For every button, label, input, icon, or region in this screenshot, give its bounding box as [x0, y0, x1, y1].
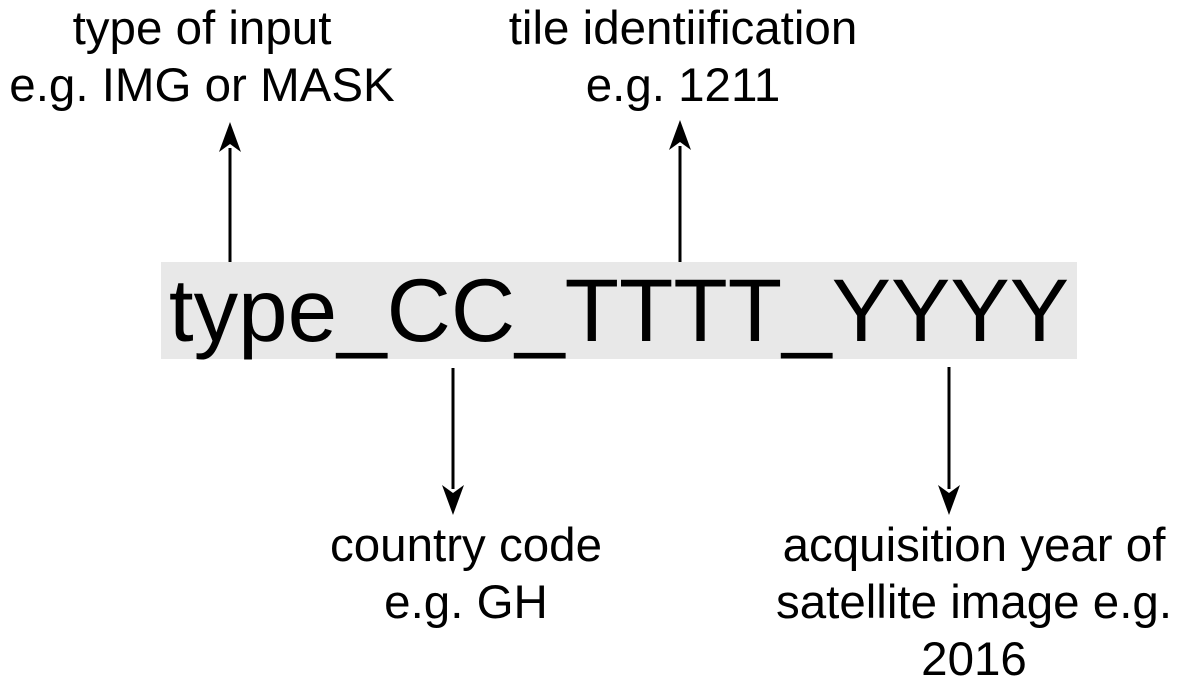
label-country-code-line1: country code: [330, 519, 602, 572]
label-type-of-input: type of input e.g. IMG or MASK: [2, 0, 402, 114]
label-country-code: country code e.g. GH: [266, 517, 666, 631]
label-acquisition-year-line1: acquisition year of: [782, 519, 1166, 572]
down-arrow-country-icon: [442, 368, 464, 515]
label-acquisition-year-line2: satellite image e.g.: [775, 576, 1173, 629]
label-tile-identification-line2: e.g. 1211: [585, 59, 781, 112]
up-arrow-tile-icon: [669, 120, 691, 268]
label-tile-identification: tile identiification e.g. 1211: [483, 0, 883, 114]
label-tile-identification-line1: tile identiification: [508, 2, 858, 55]
label-country-code-line2: e.g. GH: [384, 576, 548, 629]
up-arrow-type-icon: [219, 122, 241, 266]
label-acquisition-year-line3: 2016: [921, 633, 1027, 686]
down-arrow-year-icon: [938, 367, 960, 515]
label-acquisition-year: acquisition year of satellite image e.g.…: [774, 517, 1174, 688]
label-type-of-input-line1: type of input: [72, 2, 332, 55]
label-type-of-input-line2: e.g. IMG or MASK: [9, 59, 395, 112]
filename-pattern-text: type_CC_TTTT_YYYY: [168, 260, 1070, 360]
filename-pattern-highlight: type_CC_TTTT_YYYY: [161, 262, 1077, 359]
